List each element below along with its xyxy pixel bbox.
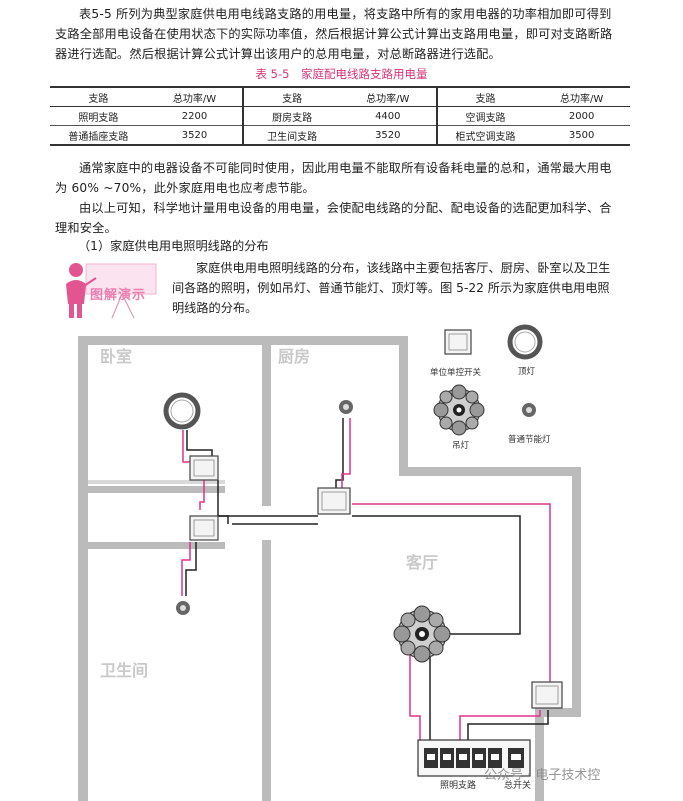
table-cell: 柜式空调支路 [435,125,534,146]
presenter-icon [66,263,157,319]
bathroom-lamp-icon [176,601,190,615]
table-cell: 普通插座支路 [50,125,147,146]
legend-energy-saving-lamp-label: 普通节能灯 [508,434,551,445]
wiring [181,418,551,740]
illustration-badge: 图解演示 [62,258,162,320]
legend-energy-saving-lamp-icon [522,403,536,417]
room-label-living-room: 客厅 [406,553,438,572]
legend-chandelier-icon [433,384,485,436]
legend: 单位单控开关 顶灯 吊灯 普通节能灯 [430,324,551,451]
legend-ceiling-light-icon [507,324,543,360]
table-row: 照明支路 2200 厨房支路 4400 空调支路 2000 [50,106,630,126]
paragraph-usage: 通常家庭中的电器设备不可能同时使用，因此用电量不能取所有设备耗电量的总和，通常最… [55,161,612,195]
room-label-bedroom: 卧室 [100,347,132,366]
watermark: 公众号 · 电子技术控 [484,768,601,783]
living-room-chandelier-icon [393,605,451,663]
walls [78,336,581,801]
branch-power-table: 支路 总功率/W 支路 总功率/W 支路 总功率/W 照明支路 2200 厨房支… [50,86,630,146]
distribution-panel: 照明支路 总开关 [417,739,531,791]
table-header-cell: 总功率/W [339,87,437,107]
table-header-cell: 总功率/W [146,87,244,107]
lighting-floorplan: 卧室 厨房 客厅 卫生间 [78,324,581,801]
badge-label: 图解演示 [90,288,147,303]
table-cell: 3520 [146,125,244,146]
paragraph-conclusion: 由以上可知，科学地计量用电设备的用电量，会使配电线路的分配、配电设备的选配更加科… [55,201,612,235]
room-label-bathroom: 卫生间 [100,661,148,680]
table-cell: 照明支路 [50,106,147,126]
table-cell: 3520 [339,125,437,146]
table-header-cell: 支路 [435,87,534,107]
section-subheading: （1）家庭供电用电照明线路的分布 [78,239,269,253]
room-label-kitchen: 厨房 [278,347,310,366]
panel-label-lighting: 照明支路 [440,779,476,791]
table-header-cell: 支路 [242,87,340,107]
table-title: 表 5-5 家庭配电线路支路用电量 [255,67,428,81]
table-cell: 2000 [533,106,630,126]
table-row: 普通插座支路 3520 卫生间支路 3520 柜式空调支路 3500 [50,125,630,146]
paragraph-lighting-distribution: 家庭供电用电照明线路的分布，该线路中主要包括客厅、厨房、卧室以及卫生间各路的照明… [172,261,611,315]
bedroom-ceiling-light-icon [163,392,201,430]
table-cell: 4400 [339,106,437,126]
intro-paragraph: 表5-5 所列为典型家庭供电用电线路支路的用电量，将支路中所有的家用电器的功率相… [55,7,613,61]
legend-chandelier-label: 吊灯 [452,440,470,451]
table-cell: 空调支路 [435,106,534,126]
legend-switch-label: 单位单控开关 [430,367,482,378]
table-header-cell: 总功率/W [533,87,630,107]
table-cell: 3500 [533,125,630,146]
legend-ceiling-light-label: 顶灯 [518,366,536,377]
table-header-cell: 支路 [50,87,147,107]
table-cell: 2200 [146,106,244,126]
table-header-row: 支路 总功率/W 支路 总功率/W 支路 总功率/W [50,87,630,107]
table-cell: 厨房支路 [242,106,340,126]
panel-label-main-switch: 总开关 [504,779,531,791]
kitchen-lamp-icon [339,400,353,414]
table-cell: 卫生间支路 [242,125,340,146]
